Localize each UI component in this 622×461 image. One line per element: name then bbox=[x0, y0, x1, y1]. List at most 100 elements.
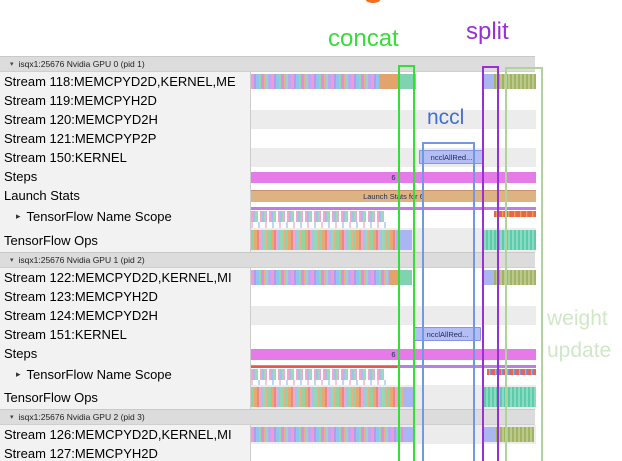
event-segment-steps[interactable]: 6 bbox=[251, 172, 536, 183]
event-segment-lav[interactable] bbox=[484, 427, 496, 442]
timeline-track bbox=[250, 306, 536, 325]
row-label: Stream 124:MEMCPYD2H bbox=[0, 306, 250, 325]
row-label-text: Launch Stats bbox=[4, 188, 80, 203]
event-segment-teal[interactable] bbox=[399, 74, 416, 89]
event-label: Launch Stats for 6 bbox=[363, 192, 424, 201]
event-label: 6 bbox=[391, 350, 396, 359]
row-label: Stream 121:MEMCPYP2P bbox=[0, 129, 250, 148]
event-segment-lav2[interactable] bbox=[396, 230, 412, 250]
event-segment-launch[interactable]: Launch Stats for 6 bbox=[251, 190, 536, 202]
event-segment-olive[interactable] bbox=[494, 74, 536, 89]
collapse-triangle-icon[interactable]: ▾ bbox=[10, 414, 14, 421]
event-label: ncclAllRed... bbox=[430, 152, 473, 162]
track-row: Steps 6 bbox=[0, 344, 622, 363]
track-row: Steps 6 bbox=[0, 167, 622, 186]
expand-triangle-icon[interactable]: ▸ bbox=[16, 211, 21, 221]
event-segment-cluster[interactable] bbox=[494, 211, 536, 217]
event-segment-olive[interactable] bbox=[496, 427, 534, 442]
split-annotation-label: split bbox=[466, 18, 509, 45]
section-header-label: isqx1:25676 Nvidia GPU 1 (pid 2) bbox=[18, 255, 145, 265]
track-row: Stream 118:MEMCPYD2D,KERNEL,ME bbox=[0, 72, 622, 91]
row-label-text: Stream 126:MEMCPYD2D,KERNEL,MI bbox=[4, 427, 232, 442]
timeline-track bbox=[250, 72, 536, 91]
event-segment-teal[interactable] bbox=[399, 270, 412, 285]
event-segment-lav2[interactable] bbox=[403, 387, 414, 407]
section-header[interactable]: ▾ isqx1:25676 Nvidia GPU 2 (pid 3) bbox=[0, 409, 535, 425]
row-label-text: Stream 124:MEMCPYD2H bbox=[4, 308, 158, 323]
event-segment-ticks[interactable] bbox=[251, 211, 386, 228]
timeline-track bbox=[250, 385, 536, 409]
event-segment-multi[interactable] bbox=[251, 270, 389, 285]
event-segment-cluster[interactable] bbox=[487, 369, 536, 375]
track-row: TensorFlow Ops bbox=[0, 385, 622, 409]
section-header-label: isqx1:25676 Nvidia GPU 2 (pid 3) bbox=[18, 412, 145, 422]
timeline-track bbox=[250, 228, 536, 252]
track-list: ▾ isqx1:25676 Nvidia GPU 0 (pid 1) Stream … bbox=[0, 56, 622, 461]
event-segment-tealstr[interactable] bbox=[484, 387, 536, 407]
event-segment-lav[interactable] bbox=[403, 427, 414, 442]
event-segment-orange[interactable] bbox=[389, 270, 399, 285]
event-segment-nccl[interactable]: ncclAllRed... bbox=[414, 327, 481, 341]
collapse-triangle-icon[interactable]: ▾ bbox=[10, 61, 14, 68]
event-segment-nsbar[interactable] bbox=[251, 207, 536, 210]
row-label: ▸TensorFlow Name Scope bbox=[0, 205, 250, 228]
timeline-track: Launch Stats for 6 bbox=[250, 186, 536, 205]
timeline-track: 6 bbox=[250, 344, 536, 363]
timeline-track bbox=[250, 129, 536, 148]
track-row: Stream 123:MEMCPYH2D bbox=[0, 287, 622, 306]
row-label-text: Steps bbox=[4, 169, 38, 184]
event-segment-ticks[interactable] bbox=[251, 369, 386, 386]
event-segment-orange[interactable] bbox=[379, 74, 399, 89]
row-label-text: Stream 123:MEMCPYH2D bbox=[4, 289, 158, 304]
expand-triangle-icon[interactable]: ▸ bbox=[16, 368, 21, 379]
concat-annotation-label: concat bbox=[328, 25, 399, 52]
timeline-track bbox=[250, 91, 536, 110]
event-segment-lav[interactable] bbox=[482, 270, 494, 285]
row-label-text: Stream 118:MEMCPYD2D,KERNEL,ME bbox=[4, 74, 236, 89]
timeline-track: 6 bbox=[250, 167, 536, 186]
row-label-text: Stream 150:KERNEL bbox=[4, 150, 127, 165]
event-segment-multi[interactable] bbox=[251, 74, 379, 89]
event-segment-multi2[interactable] bbox=[251, 387, 403, 407]
event-segment-lav[interactable] bbox=[484, 74, 494, 89]
section-header[interactable]: ▾ isqx1:25676 Nvidia GPU 0 (pid 1) bbox=[0, 56, 535, 72]
event-segment-nccl[interactable]: ncclAllRed... bbox=[419, 150, 484, 164]
timeline-track bbox=[250, 110, 536, 129]
timeline-track bbox=[250, 444, 536, 461]
row-label-text: Stream 121:MEMCPYP2P bbox=[4, 131, 157, 146]
row-label: Stream 126:MEMCPYD2D,KERNEL,MI bbox=[0, 425, 250, 444]
row-label: TensorFlow Ops bbox=[0, 385, 250, 409]
timeline-track bbox=[250, 287, 536, 306]
section-header-label: isqx1:25676 Nvidia GPU 0 (pid 1) bbox=[18, 59, 145, 69]
row-label: Stream 122:MEMCPYD2D,KERNEL,MI bbox=[0, 268, 250, 287]
row-label: Steps bbox=[0, 344, 250, 363]
event-segment-multi[interactable] bbox=[251, 427, 403, 442]
event-segment-nsred[interactable] bbox=[251, 366, 397, 368]
row-label: Stream 119:MEMCPYH2D bbox=[0, 91, 250, 110]
row-label: TensorFlow Ops bbox=[0, 228, 250, 252]
timeline-track bbox=[250, 425, 536, 444]
row-label-text: TensorFlow Ops bbox=[4, 389, 98, 405]
row-label-text: TensorFlow Ops bbox=[4, 232, 98, 248]
track-row: Stream 127:MEMCPYH2D bbox=[0, 444, 622, 461]
event-label: ncclAllRed... bbox=[426, 329, 469, 339]
track-row: ▸TensorFlow Name Scope bbox=[0, 363, 622, 386]
track-row: ▸TensorFlow Name Scope bbox=[0, 205, 622, 228]
collapse-triangle-icon[interactable]: ▾ bbox=[10, 257, 14, 264]
track-row: Launch Stats Launch Stats for 6 bbox=[0, 186, 622, 205]
event-segment-olive[interactable] bbox=[494, 270, 536, 285]
event-segment-steps[interactable]: 6 bbox=[251, 349, 536, 360]
event-label: 6 bbox=[391, 173, 396, 182]
section-header[interactable]: ▾ isqx1:25676 Nvidia GPU 1 (pid 2) bbox=[0, 252, 535, 268]
row-label-text: Stream 127:MEMCPYH2D bbox=[4, 446, 158, 461]
event-segment-multi2[interactable] bbox=[251, 230, 396, 250]
track-row: Stream 121:MEMCPYP2P bbox=[0, 129, 622, 148]
timeline-track bbox=[250, 205, 536, 228]
row-label: Stream 123:MEMCPYH2D bbox=[0, 287, 250, 306]
event-segment-tealstr[interactable] bbox=[482, 230, 536, 250]
row-label: Stream 127:MEMCPYH2D bbox=[0, 444, 250, 461]
timeline-track: ncclAllRed... bbox=[250, 148, 536, 167]
track-row: TensorFlow Ops bbox=[0, 228, 622, 252]
